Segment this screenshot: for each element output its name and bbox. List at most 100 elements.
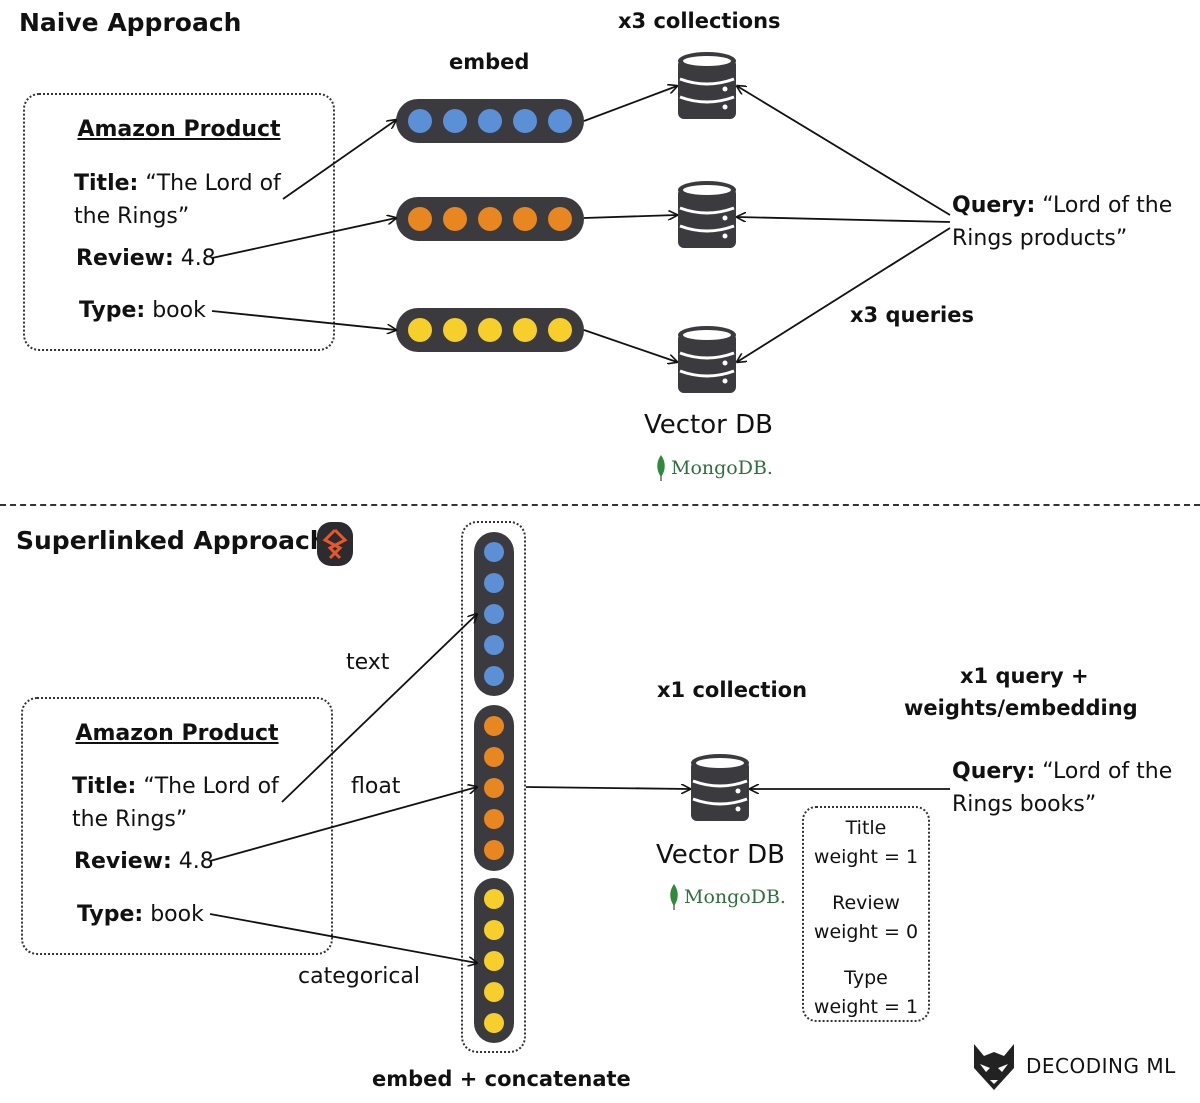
arrow	[737, 217, 951, 223]
vector-dot	[484, 1012, 504, 1033]
collection-label: x1 collection	[657, 678, 808, 702]
embed-label: embed	[449, 50, 530, 74]
vector-dot	[484, 573, 504, 593]
database-icon	[678, 326, 736, 393]
arrow	[583, 215, 677, 218]
superlinked-logo-icon	[317, 522, 353, 566]
arrow	[583, 86, 677, 122]
arrow	[525, 787, 690, 789]
review-field: Review: 4.8	[76, 242, 216, 275]
categorical-label: categorical	[298, 964, 421, 989]
product-title: Amazon Product	[75, 721, 279, 746]
arrow	[737, 227, 951, 362]
type-key: Type:	[79, 298, 146, 323]
vector-dot	[484, 542, 504, 562]
review-embedding-vector	[396, 197, 584, 241]
vector-dot	[478, 109, 502, 133]
vector-dot	[484, 888, 504, 909]
type-value: book	[150, 902, 204, 927]
query-header-line1: x1 query +	[960, 664, 1089, 688]
vector-dot	[408, 318, 432, 342]
review-key: Review:	[76, 246, 174, 271]
type-field: Type: book	[79, 294, 206, 327]
database-icon	[678, 181, 736, 248]
mongodb-leaf-icon	[670, 884, 678, 910]
title-value-line1: “The Lord of	[145, 171, 281, 196]
float-label: float	[351, 774, 401, 799]
title-value-line2: the Rings”	[72, 807, 188, 832]
type-weight-label: Type	[844, 967, 888, 989]
decoding-ml-brand: DECODING ML	[968, 1040, 1176, 1092]
vector-dot	[513, 318, 537, 342]
vector-dot	[548, 207, 572, 231]
text-label: text	[346, 650, 390, 675]
type-value: book	[152, 298, 206, 323]
query-value-line2: Rings products”	[952, 226, 1128, 251]
wolf-logo-icon	[974, 1044, 1014, 1090]
title-field: Title: “The Lord of	[72, 770, 279, 803]
superlinked-section-title: Superlinked Approach	[16, 526, 328, 555]
review-weight-value: weight = 0	[813, 921, 919, 943]
vector-dot	[548, 109, 572, 133]
database-icon	[691, 754, 749, 821]
vector-dot	[408, 109, 432, 133]
vector-dot	[484, 809, 504, 829]
vector-dot	[478, 318, 502, 342]
mongodb-logo: MongoDB.	[668, 884, 786, 910]
query-key: Query:	[952, 193, 1036, 218]
naive-query: Query: “Lord of the	[952, 189, 1172, 222]
database-icon	[678, 52, 736, 119]
mongodb-wordmark: MongoDB.	[684, 886, 786, 908]
vector-dot	[443, 318, 467, 342]
title-weight-value: weight = 1	[813, 846, 919, 868]
naive-section-title: Naive Approach	[19, 8, 242, 37]
vector-dot	[513, 109, 537, 133]
title-weight-label: Title	[845, 817, 887, 839]
vector-dot	[484, 840, 504, 860]
vector-dot	[484, 950, 504, 971]
vector-dot	[548, 318, 572, 342]
vector-db-label: Vector DB	[644, 410, 773, 440]
mongodb-logo: MongoDB.	[655, 455, 773, 481]
query-value-line1: “Lord of the	[1042, 193, 1173, 218]
weights-box: Title weight = 1 Review weight = 0 Type …	[802, 806, 930, 1022]
title-embedding-vector	[396, 99, 584, 143]
query-header-line2: weights/embedding	[904, 696, 1138, 720]
queries-label: x3 queries	[850, 303, 974, 327]
vector-db-label: Vector DB	[656, 840, 785, 870]
arrow	[583, 329, 677, 362]
product-title: Amazon Product	[77, 117, 281, 142]
categorical-embedding-segment	[474, 878, 514, 1043]
vector-dot	[408, 207, 432, 231]
review-value: 4.8	[180, 246, 216, 271]
mongodb-wordmark: MongoDB.	[671, 457, 773, 479]
type-field: Type: book	[77, 898, 204, 931]
vector-dot	[513, 207, 537, 231]
collections-label: x3 collections	[618, 9, 781, 33]
type-weight-value: weight = 1	[813, 996, 919, 1018]
title-value-line2: the Rings”	[74, 204, 190, 229]
type-key: Type:	[77, 902, 144, 927]
embed-concatenate-label: embed + concatenate	[372, 1067, 631, 1091]
vector-dot	[443, 207, 467, 231]
text-embedding-segment	[474, 532, 514, 696]
vector-dot	[484, 919, 504, 940]
query-value-line1: “Lord of the	[1042, 759, 1173, 784]
arrow	[737, 86, 951, 216]
review-weight-label: Review	[832, 892, 900, 914]
title-key: Title:	[72, 774, 137, 799]
query-key: Query:	[952, 759, 1036, 784]
title-field: Title: “The Lord of	[74, 167, 281, 200]
brand-label: DECODING ML	[1026, 1054, 1176, 1078]
vector-dot	[443, 109, 467, 133]
query-value-line2: Rings books”	[952, 792, 1097, 817]
superlinked-query: Query: “Lord of the	[952, 755, 1172, 788]
vector-dot	[484, 604, 504, 624]
vector-dot	[484, 635, 504, 655]
type-embedding-vector	[396, 308, 584, 352]
review-field: Review: 4.8	[74, 845, 214, 878]
section-divider	[0, 504, 1200, 506]
float-embedding-segment	[474, 705, 514, 871]
title-key: Title:	[74, 171, 139, 196]
title-value-line1: “The Lord of	[143, 774, 279, 799]
